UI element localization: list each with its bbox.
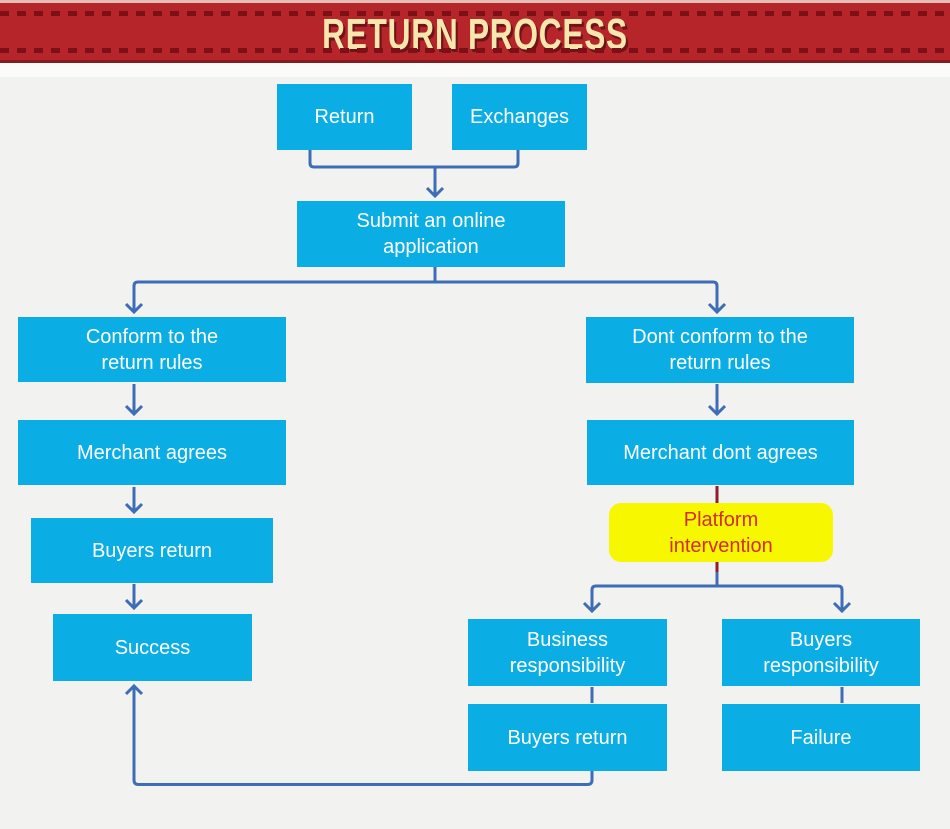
- ribbon-lower-band: [0, 63, 950, 77]
- node-platform-intervention: Platform intervention: [609, 503, 833, 562]
- connector-split-bottom: [590, 584, 844, 604]
- ribbon-stitch-bottom: [0, 48, 950, 53]
- node-return: Return: [277, 84, 412, 150]
- connector-loop-to-success: [124, 683, 594, 786]
- node-buyers-return-2: Buyers return: [468, 704, 667, 771]
- node-failure: Failure: [722, 704, 920, 771]
- node-success: Success: [53, 614, 252, 681]
- node-merchant-agrees: Merchant agrees: [18, 420, 286, 485]
- node-submit-application: Submit an online application: [297, 201, 565, 267]
- node-merchant-dont-agrees: Merchant dont agrees: [587, 420, 854, 485]
- connector-split-top: [132, 280, 719, 304]
- node-conform-rules: Conform to the return rules: [18, 317, 286, 382]
- title-ribbon: RETURN PROCESS: [0, 0, 950, 63]
- connector-merge-top: [308, 150, 520, 169]
- node-dont-conform-rules: Dont conform to the return rules: [586, 317, 854, 383]
- node-buyers-return: Buyers return: [31, 518, 273, 583]
- ribbon-stitch-top: [0, 11, 950, 16]
- node-business-responsibility: Business responsibility: [468, 619, 667, 686]
- node-exchanges: Exchanges: [452, 84, 587, 150]
- node-buyers-responsibility: Buyers responsibility: [722, 619, 920, 686]
